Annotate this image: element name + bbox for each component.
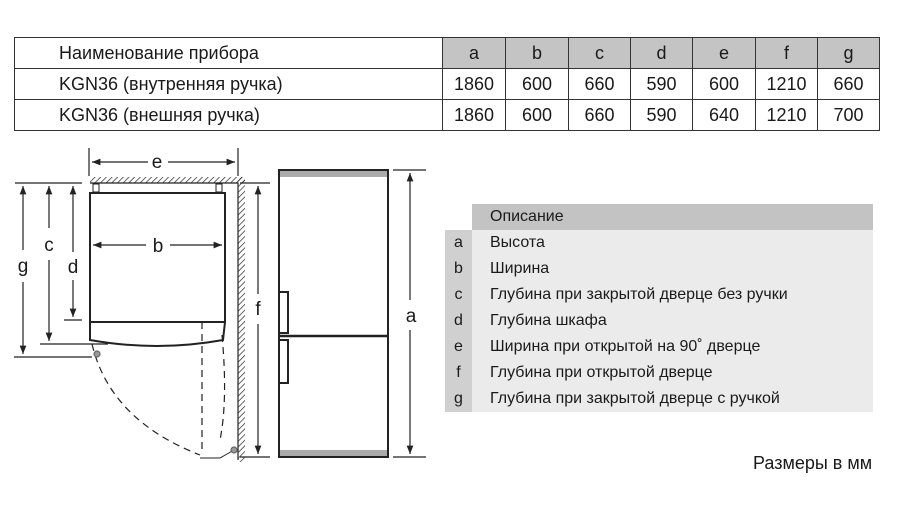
table-row: KGN36 (внутренняя ручка) 1860 600 660 59… xyxy=(14,68,880,100)
fridge-top-view xyxy=(89,192,226,323)
legend-desc: Ширина xyxy=(472,256,873,282)
cell-c: 660 xyxy=(568,68,631,100)
legend-header: Описание xyxy=(472,204,873,230)
legend-key: c xyxy=(445,282,472,308)
legend-desc: Глубина при закрытой дверце без ручки xyxy=(472,282,873,308)
label-e: e xyxy=(152,152,163,173)
header-e: e xyxy=(692,37,756,69)
legend-key: e xyxy=(445,334,472,360)
label-d: d xyxy=(68,257,79,278)
table-row: KGN36 (внешняя ручка) 1860 600 660 590 6… xyxy=(14,99,880,131)
units-note: Размеры в мм xyxy=(753,453,873,473)
cell-d: 590 xyxy=(630,68,693,100)
cell-e: 600 xyxy=(692,68,756,100)
cell-b: 600 xyxy=(505,68,569,100)
legend-key: b xyxy=(445,256,472,282)
table-header-row: Наименование прибора a b c d e f g xyxy=(14,37,880,69)
cell-a: 1860 xyxy=(442,68,506,100)
cell-g: 660 xyxy=(817,68,880,100)
header-b: b xyxy=(505,37,569,69)
cell-g: 700 xyxy=(817,99,880,131)
wall-top xyxy=(90,177,245,183)
fridge-front-view xyxy=(278,169,389,458)
header-c: c xyxy=(568,37,631,69)
header-g: g xyxy=(817,37,880,69)
cell-f: 1210 xyxy=(755,99,818,131)
legend-key: f xyxy=(445,360,472,386)
cell-b: 600 xyxy=(505,99,569,131)
legend-key: a xyxy=(445,230,472,256)
header-name: Наименование прибора xyxy=(14,37,443,69)
cell-f: 1210 xyxy=(755,68,818,100)
row-name: KGN36 (внешняя ручка) xyxy=(14,99,443,131)
legend-key: g xyxy=(445,386,472,412)
legend-desc: Высота xyxy=(472,230,873,256)
label-a: a xyxy=(406,306,417,327)
dimensions-table: Наименование прибора a b c d e f g KGN36… xyxy=(14,37,880,131)
label-f: f xyxy=(255,299,261,320)
header-f: f xyxy=(755,37,818,69)
label-g: g xyxy=(18,256,29,277)
label-c: c xyxy=(44,235,54,256)
upper-handle xyxy=(278,291,289,334)
wall-side xyxy=(238,177,245,462)
legend-desc: Ширина при открытой на 90˚ дверце xyxy=(472,334,873,360)
cell-a: 1860 xyxy=(442,99,506,131)
header-a: a xyxy=(442,37,506,69)
cell-c: 660 xyxy=(568,99,631,131)
lower-handle xyxy=(278,339,289,384)
fridge-dimension-diagram: e b g c d f a xyxy=(14,148,426,462)
cell-e: 640 xyxy=(692,99,756,131)
legend-desc: Глубина при открытой дверце xyxy=(472,360,873,386)
label-b: b xyxy=(153,236,164,257)
legend-key: d xyxy=(445,308,472,334)
header-d: d xyxy=(630,37,693,69)
cell-d: 590 xyxy=(630,99,693,131)
legend-desc: Глубина при закрытой дверце с ручкой xyxy=(472,386,873,412)
legend-desc: Глубина шкафа xyxy=(472,308,873,334)
